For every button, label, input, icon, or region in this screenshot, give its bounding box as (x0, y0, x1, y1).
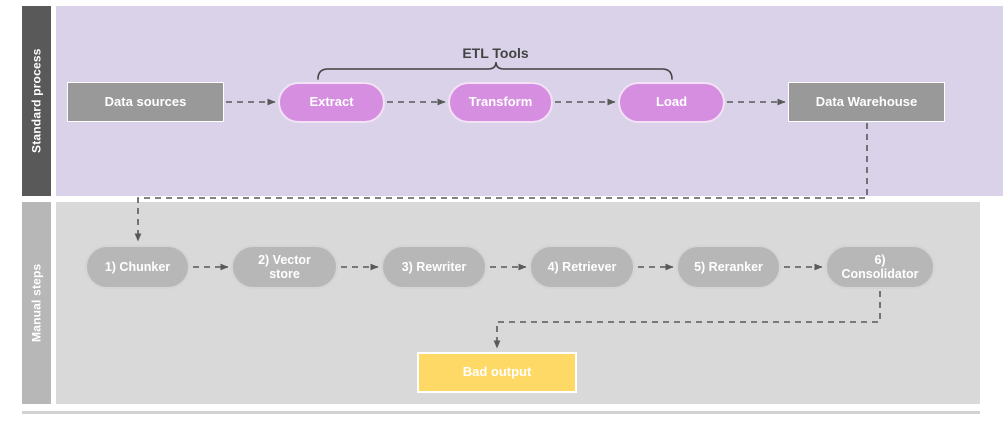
node-extract[interactable]: Extract (278, 82, 385, 123)
node-data-sources-label: Data sources (104, 93, 187, 109)
node-data-sources[interactable]: Data sources (67, 82, 224, 122)
etl-tools-bracket (317, 61, 673, 80)
node-load[interactable]: Load (618, 82, 725, 123)
bottom-divider-rule (22, 411, 980, 414)
node-extract-label: Extract (309, 94, 354, 110)
node-reranker[interactable]: 5) Reranker (676, 245, 781, 289)
node-chunker-label: 1) Chunker (104, 259, 171, 274)
node-consolidator[interactable]: 6)Consolidator (825, 245, 935, 289)
node-transform[interactable]: Transform (448, 82, 553, 123)
node-rewriter[interactable]: 3) Rewriter (381, 245, 487, 289)
node-transform-label: Transform (468, 94, 533, 110)
node-bad-output[interactable]: Bad output (417, 352, 577, 393)
node-chunker[interactable]: 1) Chunker (85, 245, 190, 289)
node-reranker-label: 5) Reranker (694, 259, 763, 274)
node-load-label: Load (655, 94, 688, 110)
arrow-consolidator-to-badoutput (493, 291, 881, 349)
node-rewriter-label: 3) Rewriter (401, 259, 467, 274)
node-retriever[interactable]: 4) Retriever (529, 245, 635, 289)
node-bad-output-label: Bad output (462, 364, 532, 380)
node-retriever-label: 4) Retriever (547, 259, 617, 274)
etl-tools-label: ETL Tools (462, 45, 529, 61)
arrow-warehouse-to-chunker (134, 123, 868, 242)
node-data-warehouse-label: Data Warehouse (815, 93, 918, 109)
node-data-warehouse[interactable]: Data Warehouse (788, 82, 945, 122)
node-consolidator-label: 6)Consolidator (841, 252, 919, 281)
